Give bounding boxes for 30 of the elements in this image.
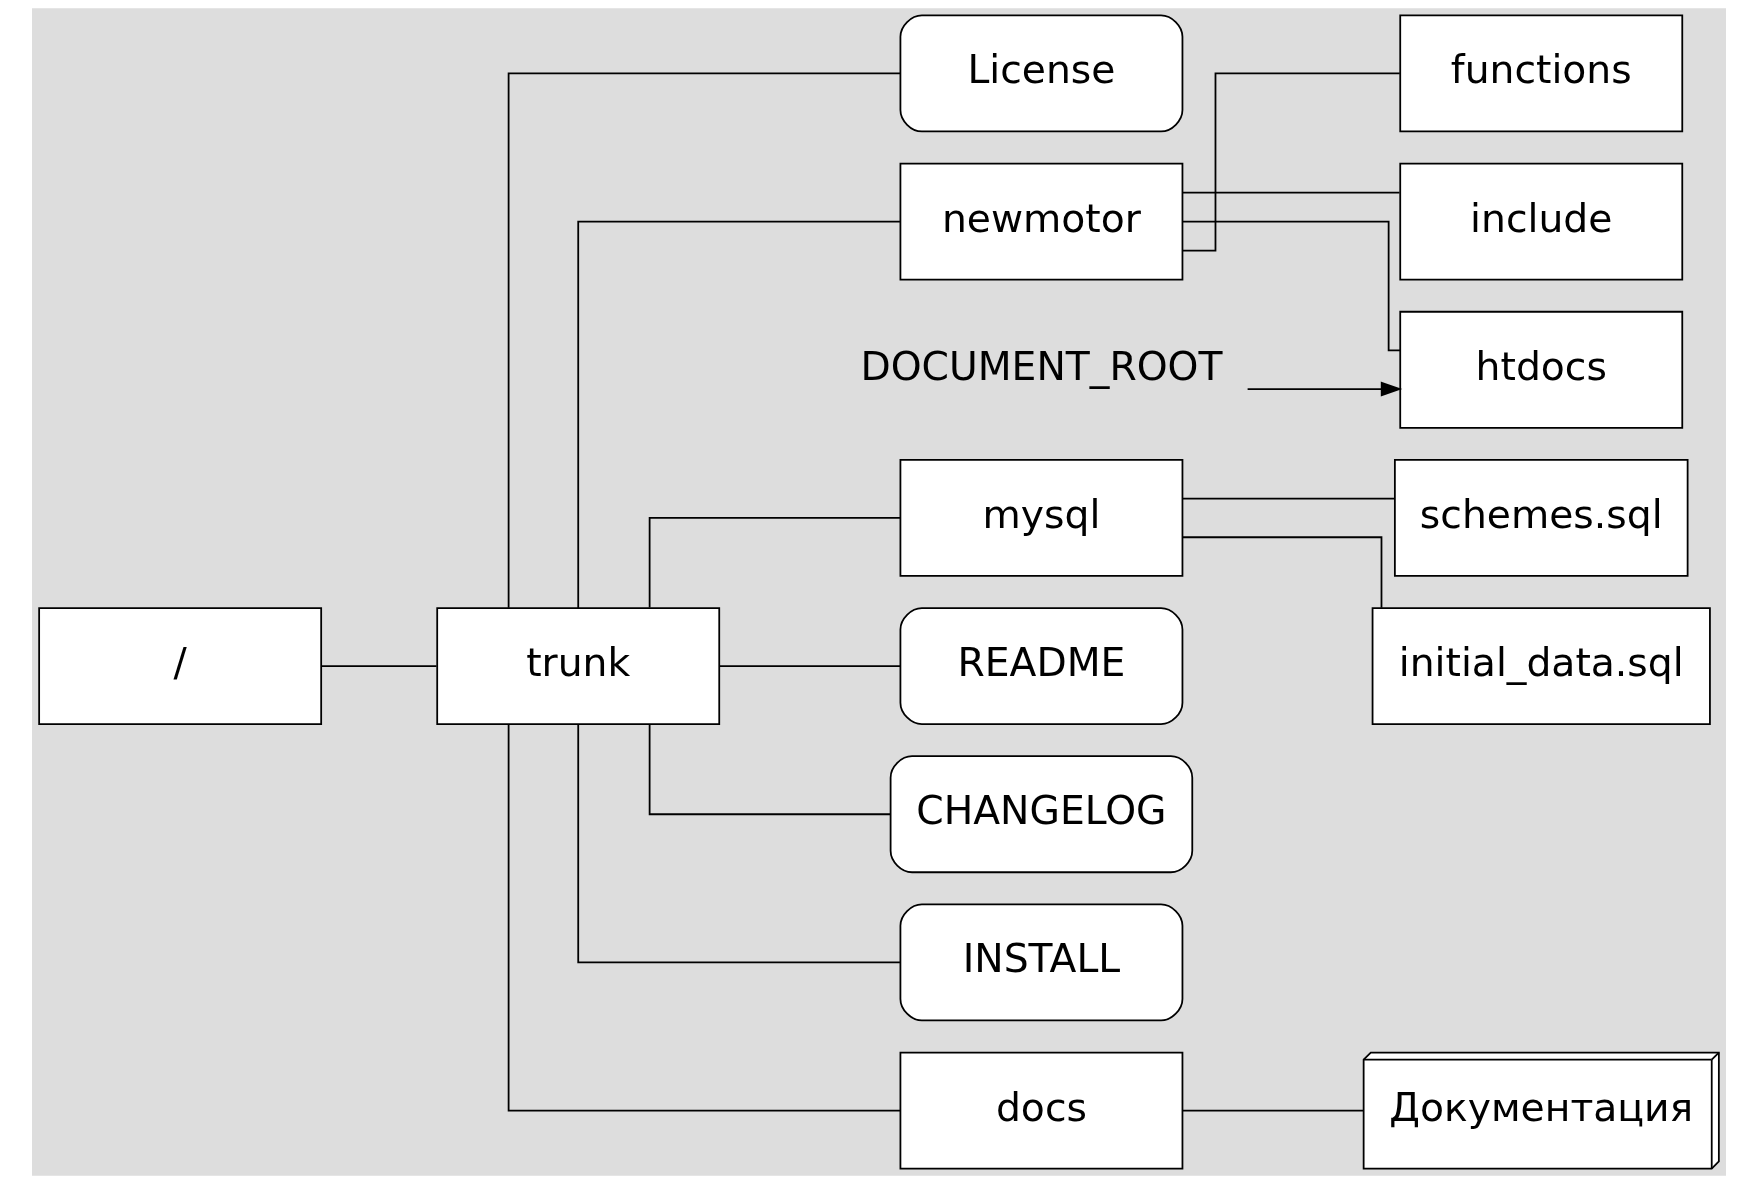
connector — [648, 723, 891, 816]
connector — [1181, 536, 1382, 609]
node-box: trunk — [435, 607, 720, 725]
node-box: htdocs — [1398, 310, 1683, 429]
node-box: schemes.sql — [1393, 459, 1688, 577]
connector — [1181, 191, 1400, 194]
connector — [576, 220, 901, 609]
node-box: License — [899, 14, 1183, 133]
connector — [648, 517, 901, 609]
connector — [718, 665, 901, 667]
node-box: initial_data.sql — [1371, 607, 1711, 725]
connector — [576, 723, 901, 964]
node-box: / — [37, 607, 322, 725]
node-text: DOCUMENT_ROOT — [859, 343, 1222, 389]
node-box: mysql — [899, 459, 1183, 577]
node-box: INSTALL — [899, 903, 1183, 1022]
connector — [320, 665, 437, 667]
node-box: newmotor — [899, 162, 1183, 281]
arrow — [1246, 381, 1402, 397]
node-box: CHANGELOG — [889, 755, 1193, 874]
connector — [1181, 72, 1401, 252]
connector — [1181, 497, 1395, 500]
connector — [1181, 220, 1401, 352]
node-box: include — [1398, 162, 1683, 281]
connector — [507, 72, 901, 609]
node-box: README — [899, 607, 1183, 725]
connector — [507, 723, 901, 1112]
node-box: functions — [1398, 14, 1683, 133]
node-box: docs — [899, 1051, 1183, 1170]
connector — [1181, 1109, 1364, 1112]
